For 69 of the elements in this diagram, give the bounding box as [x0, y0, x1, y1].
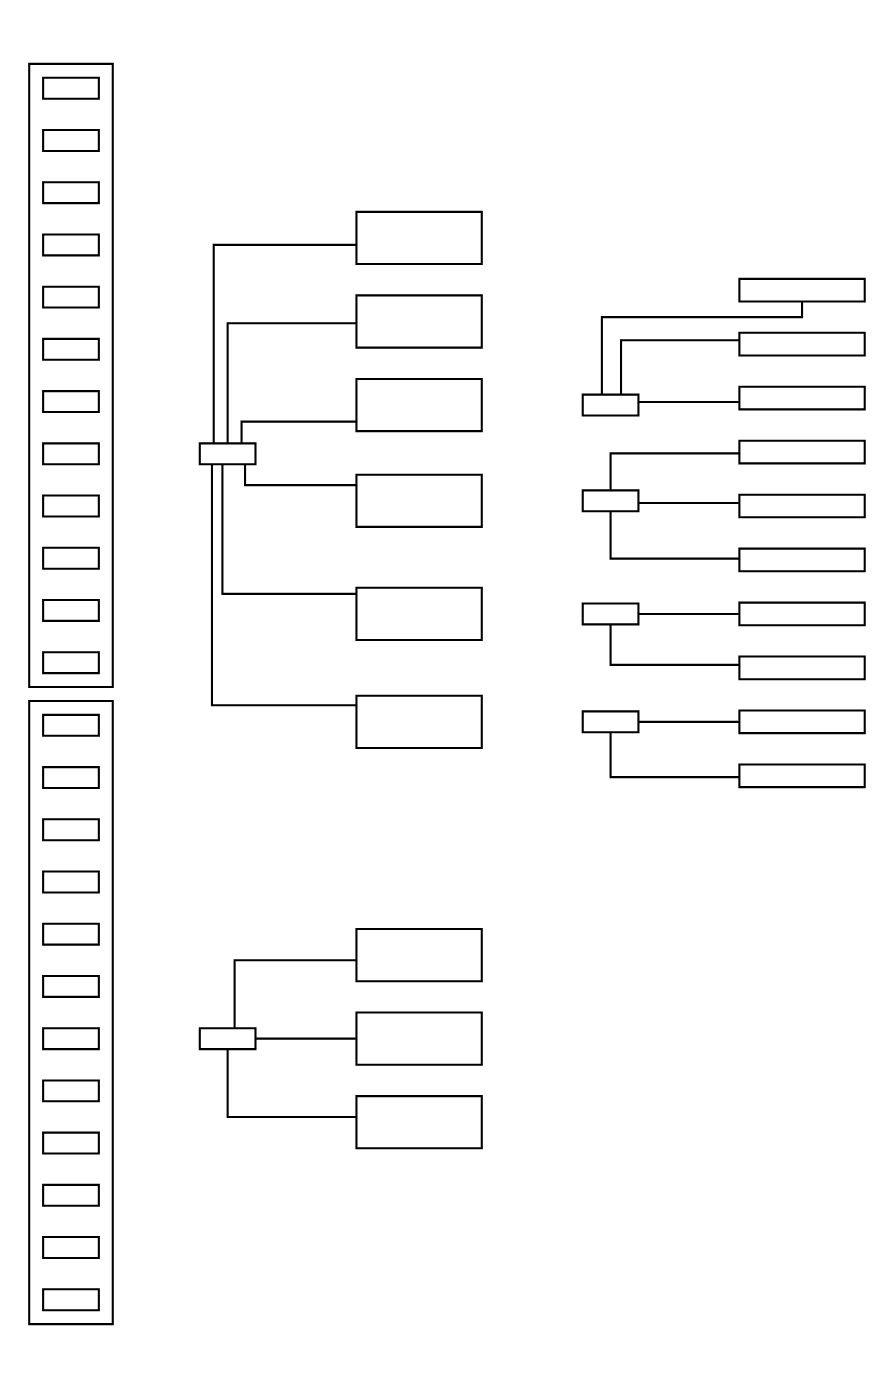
- connector: [638, 720, 739, 723]
- node-box: [355, 1095, 483, 1150]
- connector: [244, 464, 357, 487]
- node-box: [42, 1288, 100, 1312]
- cluster: [28, 699, 114, 1326]
- node-box: [738, 385, 866, 411]
- node-box: [355, 377, 483, 433]
- connector: [210, 464, 357, 707]
- node-box: [42, 285, 100, 309]
- connector: [638, 612, 739, 615]
- node-box: [42, 1183, 100, 1207]
- connector: [609, 624, 740, 666]
- node-box: [42, 76, 100, 100]
- connector: [620, 339, 740, 395]
- node-box: [355, 927, 483, 983]
- node-box: [198, 442, 257, 466]
- node-box: [355, 210, 483, 266]
- node-box: [355, 294, 483, 349]
- connector: [638, 400, 739, 404]
- node-box: [42, 922, 100, 946]
- node-box: [738, 439, 866, 465]
- node-box: [355, 473, 483, 528]
- cluster: [28, 62, 114, 689]
- node-box: [42, 1027, 100, 1051]
- connector: [609, 511, 740, 560]
- node-box: [355, 1011, 483, 1066]
- connector: [240, 420, 356, 443]
- node-box: [42, 974, 100, 998]
- node-box: [42, 713, 100, 737]
- node-box: [738, 277, 866, 303]
- connector: [221, 464, 357, 595]
- node-box: [42, 598, 100, 622]
- node-box: [42, 1131, 100, 1155]
- node-box: [581, 602, 640, 626]
- node-box: [738, 547, 866, 573]
- node-box: [738, 331, 866, 357]
- node-box: [42, 546, 100, 570]
- node-box: [42, 494, 100, 518]
- connector: [255, 1037, 356, 1040]
- node-box: [738, 493, 866, 519]
- node-box: [581, 489, 640, 513]
- node-box: [42, 818, 100, 842]
- node-box: [355, 586, 483, 642]
- node-box: [42, 390, 100, 414]
- node-box: [42, 181, 100, 205]
- node-box: [738, 709, 866, 735]
- connector: [226, 1049, 357, 1119]
- node-box: [42, 129, 100, 152]
- node-box: [42, 1236, 100, 1259]
- connector: [226, 322, 357, 444]
- connector: [609, 732, 740, 779]
- node-box: [42, 337, 100, 361]
- node-box: [42, 233, 100, 257]
- node-box: [42, 651, 100, 675]
- node-box: [355, 694, 483, 749]
- node-box: [198, 1027, 257, 1051]
- node-box: [738, 763, 866, 789]
- node-box: [42, 442, 100, 466]
- connector: [609, 452, 740, 491]
- node-box: [581, 710, 640, 734]
- connector: [638, 501, 739, 504]
- node-box: [738, 601, 866, 627]
- node-box: [42, 766, 100, 790]
- node-box: [738, 655, 866, 681]
- connector: [233, 959, 357, 1028]
- node-box: [42, 870, 100, 894]
- connector: [212, 243, 357, 444]
- node-box: [42, 1079, 100, 1103]
- node-box: [581, 393, 640, 417]
